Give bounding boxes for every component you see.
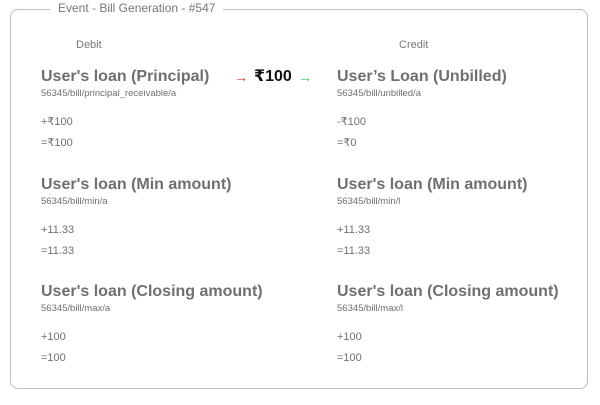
account-change: +11.33 [41,224,75,236]
account-change: +100 [41,331,66,343]
account-balance: =₹100 [41,137,73,149]
account-path: 56345/bill/min/l [337,196,401,207]
account-path: 56345/bill/max/l [337,303,404,314]
account-change: +₹100 [41,116,73,128]
account-change: -₹100 [337,116,367,128]
account-title: User's loan (Principal) [41,68,210,85]
account-balance: =100 [337,352,362,364]
account-balance: =11.33 [337,245,371,257]
account-path: 56345/bill/unbilled/a [337,88,421,99]
transfer-amount: ₹100 [254,68,292,85]
credit-entry-min-amount: User's loan (Min amount) 56345/bill/min/… [337,175,597,262]
credit-entry-closing-amount: User's loan (Closing amount) 56345/bill/… [337,282,597,369]
account-change: +11.33 [337,224,371,236]
account-title: User's loan (Min amount) [41,176,232,193]
account-title: User's loan (Closing amount) [41,283,263,300]
account-path: 56345/bill/min/a [41,196,108,207]
account-title: User’s Loan (Unbilled) [337,68,507,85]
account-balance: =₹0 [337,137,357,149]
account-balance: =11.33 [41,245,75,257]
debit-arrow-icon: → [234,69,248,85]
account-balance: =100 [41,352,66,364]
transfer-indicator: → ₹100 → [234,67,312,87]
account-change: +100 [337,331,362,343]
account-path: 56345/bill/max/a [41,303,111,314]
credit-entry-unbilled: User’s Loan (Unbilled) 56345/bill/unbill… [337,67,597,154]
account-title: User's loan (Closing amount) [337,283,559,300]
debit-entry-principal: User's loan (Principal) 56345/bill/princ… [41,67,301,154]
event-frame [10,9,588,389]
event-title: Event - Bill Generation - #547 [50,0,224,16]
credit-arrow-icon: → [297,69,312,85]
debit-entry-min-amount: User's loan (Min amount) 56345/bill/min/… [41,175,301,262]
credit-header: Credit [399,39,429,51]
debit-entry-closing-amount: User's loan (Closing amount) 56345/bill/… [41,282,301,369]
account-title: User's loan (Min amount) [337,176,528,193]
account-path: 56345/bill/principal_receivable/a [41,88,177,99]
debit-header: Debit [76,39,102,51]
